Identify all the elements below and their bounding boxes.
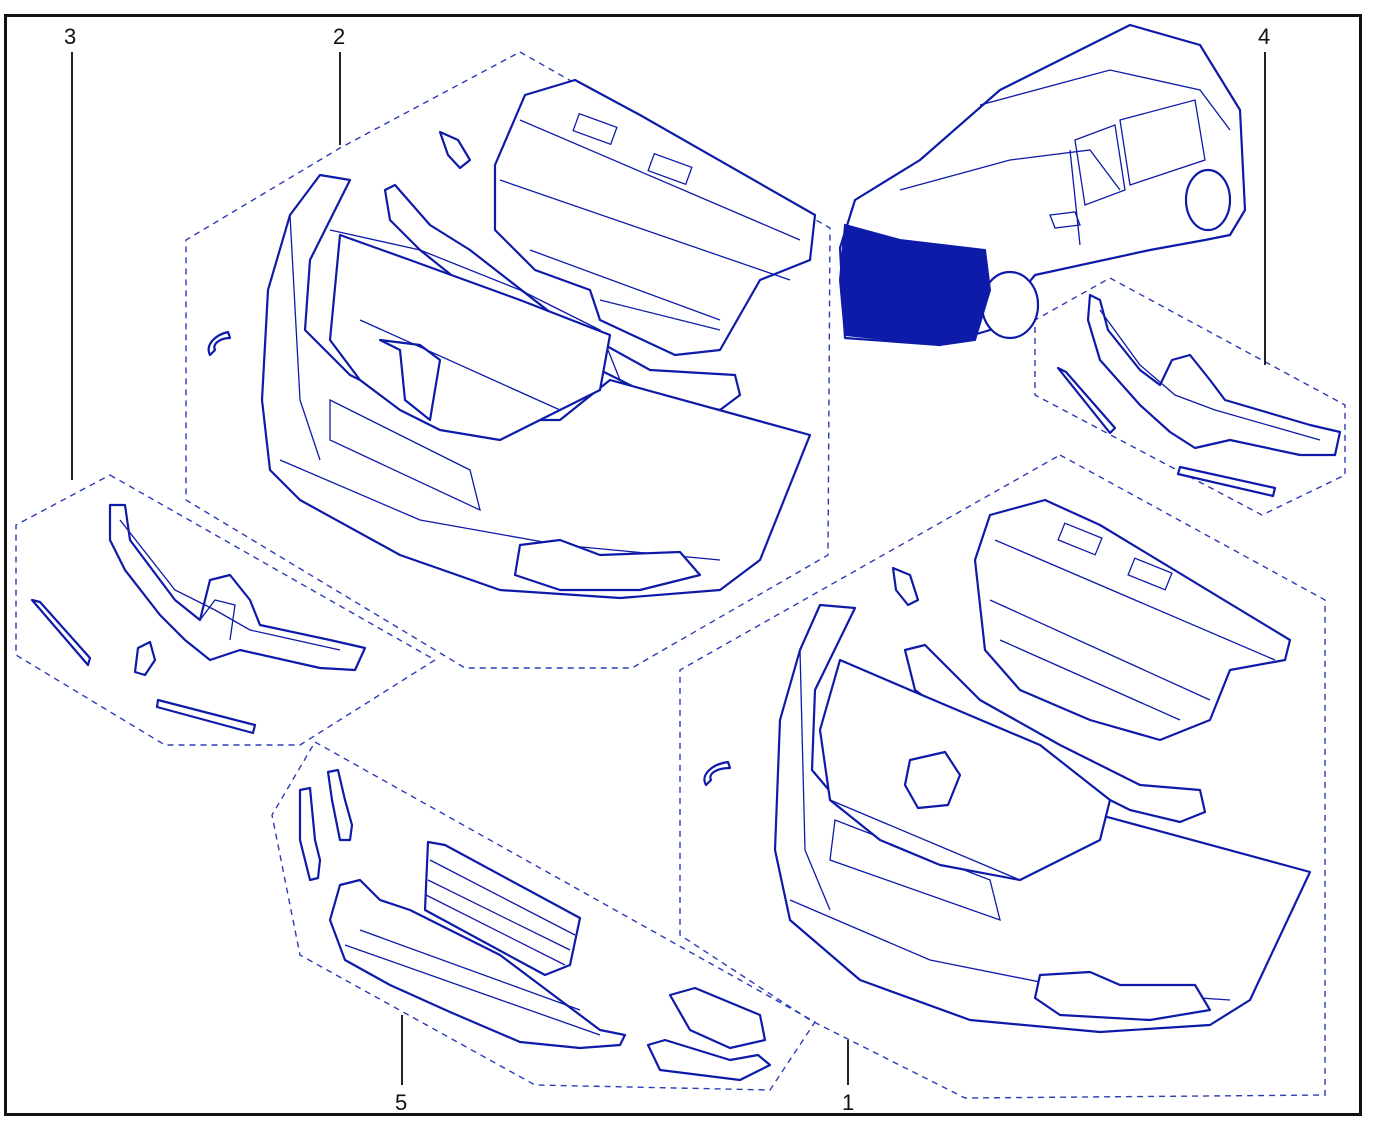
- callout-label-1: 1: [842, 1090, 855, 1115]
- vehicle-illustration: [838, 23, 1247, 347]
- group-outline-3: [15, 474, 437, 746]
- callout-label-5: 5: [395, 1090, 408, 1115]
- group-5-lower-parts: [298, 768, 772, 1082]
- callout-label-4: 4: [1258, 24, 1271, 49]
- group-outline-5: [271, 741, 816, 1091]
- group-4-grille-assembly: [1056, 293, 1342, 498]
- group-2-bumper-assembly: [207, 78, 817, 600]
- group-1-bumper-assembly: [703, 498, 1312, 1034]
- callout-label-3: 3: [64, 24, 77, 49]
- group-3-grille-assembly: [30, 503, 367, 735]
- group-outline-1: [679, 454, 1326, 1099]
- callout-label-2: 2: [333, 24, 346, 49]
- group-outline-2: [185, 51, 831, 669]
